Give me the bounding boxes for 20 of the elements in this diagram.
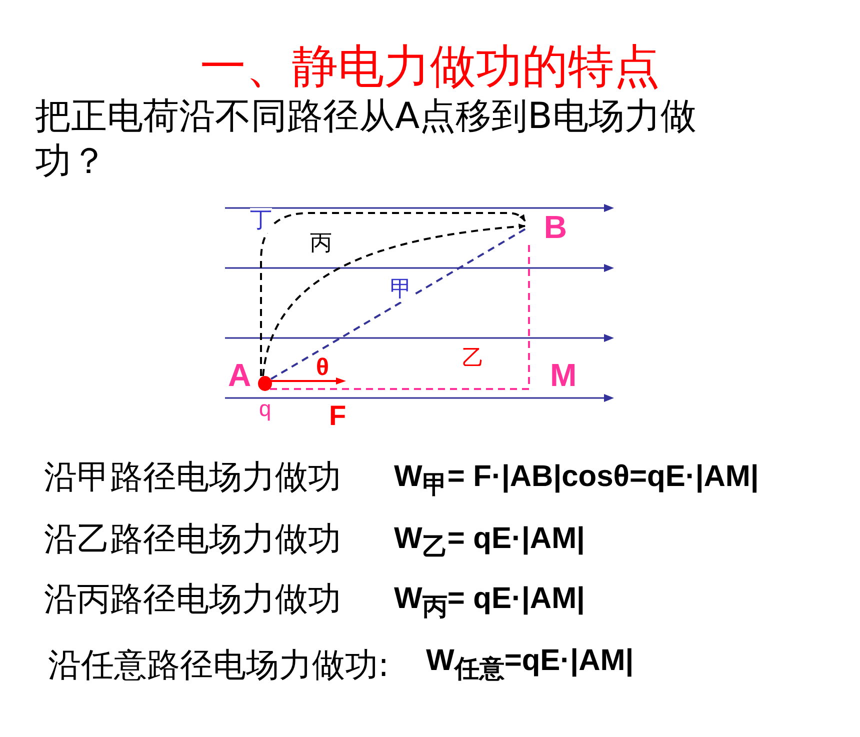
work-formula: W$_{甲}$= F·|AB|cosθ=qE·|AM| (394, 460, 759, 500)
work-text: 沿甲路径电场力做功 (44, 458, 341, 496)
path-line (270, 244, 530, 390)
force-label: F (329, 400, 346, 432)
work-formula: W$_{丙}$= qE·|AM| (394, 582, 585, 622)
work-text: 沿任意路径电场力做功: (48, 644, 390, 686)
edge-label: 甲 (390, 277, 412, 302)
title: 一、静电力做功的特点 (199, 40, 661, 93)
work-formula: W$_{乙}$= qE·|AM| (394, 522, 585, 562)
point-label: M (550, 357, 577, 394)
charge-label: q (259, 396, 272, 422)
question-text: 把正电荷沿不同路径从A点移到B电场力做功？ (35, 95, 698, 184)
point-label: A (228, 357, 252, 394)
edge-label: 丁 (250, 208, 272, 234)
work-text: 沿丙路径电场力做功 (44, 580, 341, 618)
point-label: B (527, 210, 567, 244)
angle-label: θ (316, 354, 329, 382)
work-text: 沿乙路径电场力做功 (44, 520, 341, 558)
charge-dot (258, 376, 272, 391)
work-formula: W$_{任意}$=qE·|AM| (426, 644, 634, 684)
